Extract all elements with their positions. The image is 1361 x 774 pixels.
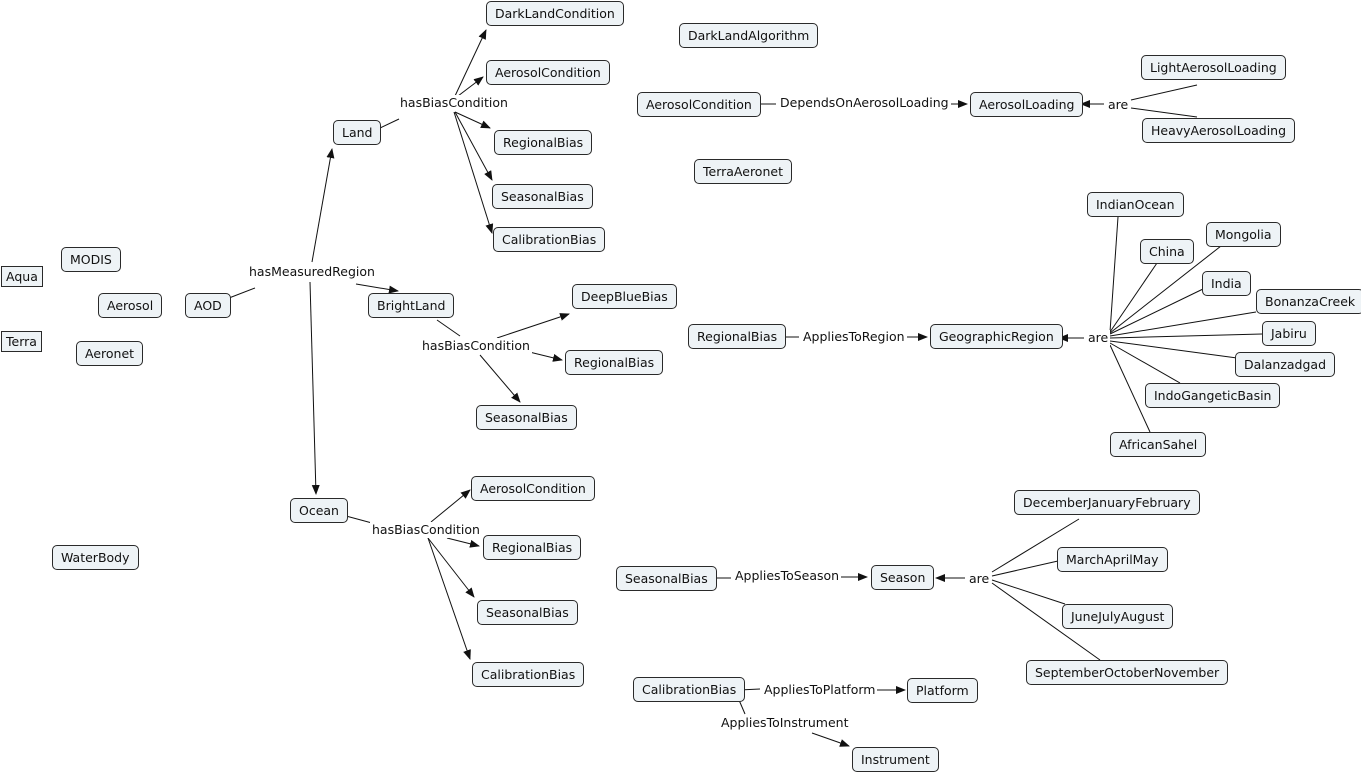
label-brightland-has-bias-condition: hasBiasCondition [420, 338, 532, 354]
node-indianocean[interactable]: IndianOcean [1087, 192, 1184, 217]
edge-arrow [355, 283, 399, 294]
node-land-seasonalbias[interactable]: SeasonalBias [492, 184, 593, 209]
edge-arrow [496, 313, 570, 339]
node-bl-regionalbias[interactable]: RegionalBias [565, 350, 664, 375]
node-oc-seasonalbias[interactable]: SeasonalBias [477, 600, 578, 625]
node-son[interactable]: SeptemberOctoberNovember [1026, 660, 1229, 685]
node-mongolia[interactable]: Mongolia [1206, 222, 1281, 247]
node-oc-regionalbias[interactable]: RegionalBias [483, 535, 582, 560]
node-land-calibrationbias[interactable]: CalibrationBias [493, 227, 606, 252]
edge-arrow [454, 111, 491, 129]
node-brightland[interactable]: BrightLand [368, 293, 455, 318]
label-has-measured-region: hasMeasuredRegion [247, 264, 377, 280]
node-terraaeronet[interactable]: TerraAeronet [694, 159, 792, 184]
edge-line [1109, 344, 1151, 433]
node-land[interactable]: Land [333, 120, 382, 145]
node-china[interactable]: China [1140, 239, 1194, 264]
edge-line [1109, 340, 1238, 359]
edge-line [1109, 245, 1222, 334]
node-oc-calibrationbias[interactable]: CalibrationBias [472, 662, 585, 687]
label-land-has-bias-condition: hasBiasCondition [398, 95, 510, 111]
label-loading-are: are [1106, 97, 1131, 113]
edge-line [1109, 311, 1257, 337]
edge-arrow [309, 281, 320, 495]
edge-line [991, 560, 1059, 577]
edge-line [1109, 216, 1119, 333]
node-bl-deepbluebias[interactable]: DeepBlueBias [572, 284, 677, 309]
label-season-are: are [967, 571, 992, 587]
node-r-calibrationbias[interactable]: CalibrationBias [633, 677, 746, 702]
edge-arrow [457, 76, 484, 97]
node-land-regionalbias[interactable]: RegionalBias [494, 130, 593, 155]
edge-arrow [311, 148, 335, 263]
node-africansahel[interactable]: AfricanSahel [1110, 432, 1207, 457]
node-terra[interactable]: Terra [1, 331, 42, 352]
node-aqua[interactable]: Aqua [1, 266, 43, 287]
node-r-aerosolcondition[interactable]: AerosolCondition [637, 92, 761, 117]
node-bl-seasonalbias[interactable]: SeasonalBias [476, 405, 577, 430]
node-aerosol[interactable]: Aerosol [98, 293, 163, 318]
edge-line [1109, 288, 1204, 335]
node-aod[interactable]: AOD [185, 293, 231, 318]
node-darklandalgorithm[interactable]: DarkLandAlgorithm [679, 23, 819, 48]
node-r-regionalbias[interactable]: RegionalBias [688, 324, 787, 349]
edge-arrow [811, 732, 850, 747]
label-applies-to-season: AppliesToSeason [733, 568, 842, 584]
node-geographicregion[interactable]: GeographicRegion [930, 324, 1063, 349]
node-platform[interactable]: Platform [907, 678, 978, 703]
edge-line [991, 582, 1101, 661]
edge-line [345, 515, 373, 524]
edge-line [991, 518, 1080, 573]
label-applies-to-instrument: AppliesToInstrument [719, 715, 851, 731]
edge-line [436, 319, 461, 337]
node-djf[interactable]: DecemberJanuaryFebruary [1014, 490, 1200, 515]
node-modis[interactable]: MODIS [61, 247, 121, 272]
edge-line [1130, 107, 1198, 118]
label-ocean-has-bias-condition: hasBiasCondition [370, 522, 482, 538]
edge-line [991, 579, 1066, 605]
node-ocean[interactable]: Ocean [290, 498, 348, 523]
edge-line [379, 118, 400, 129]
node-jabiru[interactable]: Jabiru [1262, 321, 1316, 346]
node-india[interactable]: India [1202, 271, 1251, 296]
edge-arrow [454, 111, 493, 181]
edge-line [1130, 84, 1198, 101]
label-region-are: are [1086, 330, 1111, 346]
node-mam[interactable]: MarchAprilMay [1057, 547, 1168, 572]
node-oc-aerosolcondition[interactable]: AerosolCondition [471, 476, 595, 501]
edge-arrow [453, 111, 494, 234]
node-bonanzacreek[interactable]: BonanzaCreek [1256, 289, 1361, 314]
node-land-darklandcondition[interactable]: DarkLandCondition [486, 1, 624, 26]
edge-line [228, 287, 256, 299]
node-heavyaerosolloading[interactable]: HeavyAerosolLoading [1142, 118, 1296, 143]
edge-line [1109, 262, 1158, 333]
node-waterbody[interactable]: WaterBody [52, 545, 139, 570]
label-depends-on-aerosol-loading: DependsOnAerosolLoading [778, 95, 951, 111]
node-r-seasonalbias[interactable]: SeasonalBias [616, 566, 717, 591]
node-season[interactable]: Season [871, 565, 935, 590]
edge-arrow [427, 537, 471, 660]
edge-arrow [430, 489, 471, 523]
node-instrument[interactable]: Instrument [852, 747, 939, 772]
edge-line [1109, 342, 1181, 384]
edge-line [738, 699, 746, 715]
node-jja[interactable]: JuneJulyAugust [1062, 604, 1174, 629]
node-aerosolloading[interactable]: AerosolLoading [970, 92, 1084, 117]
edge-arrow [446, 537, 480, 548]
node-lightaerosolloading[interactable]: LightAerosolLoading [1141, 55, 1286, 80]
node-land-aerosolcondition[interactable]: AerosolCondition [486, 60, 610, 85]
edge-arrow [427, 537, 475, 598]
edge-arrow [454, 29, 487, 97]
node-aeronet[interactable]: Aeronet [76, 341, 144, 366]
label-applies-to-platform: AppliesToPlatform [762, 682, 878, 698]
node-dalanzadgad[interactable]: Dalanzadgad [1235, 352, 1336, 377]
edge-line [1109, 333, 1263, 339]
edge-arrow [479, 354, 521, 403]
label-applies-to-region: AppliesToRegion [801, 329, 907, 345]
node-indogangeticbasin[interactable]: IndoGangeticBasin [1145, 383, 1281, 408]
